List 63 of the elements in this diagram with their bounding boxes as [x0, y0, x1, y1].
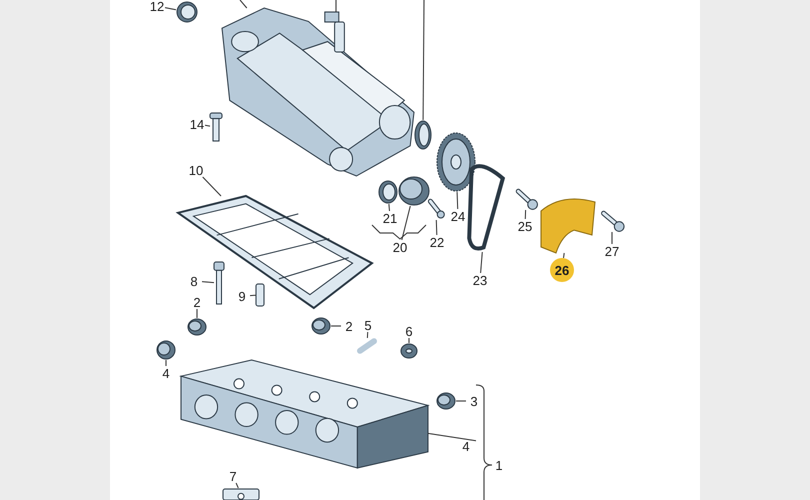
leader-line	[388, 204, 390, 212]
sprocket-drawing	[436, 132, 476, 192]
leader-line	[428, 432, 476, 442]
bolt-drawing	[210, 113, 222, 141]
seal-ring-drawing	[378, 180, 398, 204]
leader-line	[480, 252, 483, 274]
callout-number: 4	[461, 439, 471, 453]
callout-number: 21	[382, 211, 398, 225]
callout-number: 12	[149, 0, 165, 13]
callout-number: 2	[341, 319, 357, 333]
cap-drawing	[400, 343, 418, 359]
callout-number: 14	[189, 117, 205, 131]
leader-line	[563, 252, 565, 258]
seal-ring-drawing	[176, 1, 198, 23]
leader-line	[204, 124, 210, 127]
callout-number: 7	[225, 469, 241, 483]
leader-line	[456, 192, 458, 210]
leader-line	[236, 482, 239, 488]
callout-number: 1	[494, 458, 504, 472]
plug-drawing	[156, 340, 176, 360]
plug-drawing	[436, 392, 456, 410]
callout-number: 6	[401, 324, 417, 338]
callout-number: 25	[517, 219, 533, 233]
callout-number: 24	[450, 209, 466, 223]
leader-line	[436, 220, 438, 236]
leader-line	[524, 210, 526, 220]
leader-line	[202, 281, 214, 284]
plug-drawing	[187, 318, 207, 336]
leader-line	[422, 0, 424, 120]
bolt-drawing	[600, 210, 624, 232]
bolt-drawing	[428, 198, 444, 220]
leader-line	[366, 332, 368, 338]
callout-number: 20	[392, 240, 408, 254]
gasket-drawing	[178, 196, 372, 308]
gasket-drawing	[222, 488, 260, 500]
bolt-drawing	[214, 262, 224, 304]
callout-number: 5	[360, 318, 376, 332]
callout-number: 9	[234, 289, 250, 303]
leader-line	[240, 0, 248, 8]
leader-line	[250, 294, 256, 296]
callout-number: 22	[429, 235, 445, 249]
leader-line	[456, 400, 466, 402]
stud-drawing	[256, 284, 264, 306]
bolt-drawing	[515, 188, 537, 210]
leader-line	[408, 338, 410, 344]
leader-line	[164, 7, 176, 10]
cover-cap-drawing	[398, 176, 430, 206]
callout-number: 8	[186, 274, 202, 288]
group-brace	[476, 384, 492, 500]
plug-drawing	[311, 317, 331, 335]
callout-number: 23	[472, 273, 488, 287]
callout-number: 27	[604, 244, 620, 258]
leader-line	[196, 308, 198, 318]
callout-number: 10	[188, 163, 204, 177]
leader-line	[401, 206, 411, 240]
leader-line	[202, 176, 222, 196]
callout-number: 4	[158, 366, 174, 380]
callout-number: 3	[466, 394, 482, 408]
pin-drawing	[357, 338, 377, 354]
seal-ring-drawing	[414, 120, 432, 150]
valve-cover-drawing	[222, 8, 414, 176]
callout-number: 2	[189, 295, 205, 309]
highlighted-callout-number: 26	[550, 258, 574, 282]
